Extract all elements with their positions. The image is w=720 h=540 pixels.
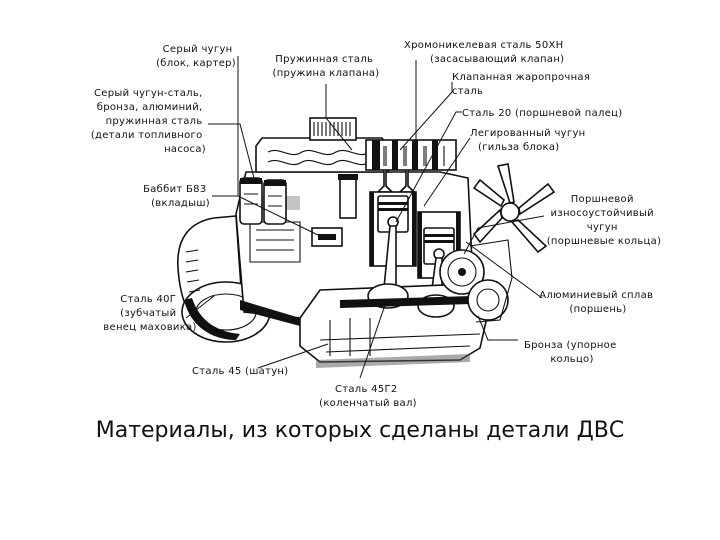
label-bronze: Бронза (упорное кольцо) [524,340,620,365]
label-aluminium-alloy: Алюминиевый сплав (поршень) [539,290,656,315]
label-chromium-nickel: Хромоникелевая сталь 50ХН (засасывающий … [404,40,567,65]
label-alloy-cast-iron: Легированный чугун (гильза блока) [470,128,589,153]
air-filter [310,118,356,140]
slide-caption: Материалы, из которых сделаны детали ДВС [0,418,720,443]
fan [474,164,554,252]
engine-illustration [178,118,554,368]
label-valve-steel: Клапанная жаропрочная сталь [452,72,594,97]
label-fuel-pump-materials: Серый чугун-сталь, бронза, алюминий, пру… [91,88,206,155]
label-steel-45: Сталь 45 (шатун) [192,366,288,377]
label-cast-iron-gray: Серый чугун (блок, картер) [156,44,236,69]
label-steel-45g2: Сталь 45Г2 (коленчатый вал) [319,384,417,409]
label-babbitt: Баббит Б83 (вкладыш) [143,184,210,209]
label-spring-steel: Пружинная сталь (пружина клапана) [273,54,380,79]
crankcase [300,284,490,368]
label-piston-ring-iron: Поршневой износоустойчивый чугун (поршне… [547,194,662,247]
label-steel-20: Сталь 20 (поршневой палец) [462,108,622,119]
